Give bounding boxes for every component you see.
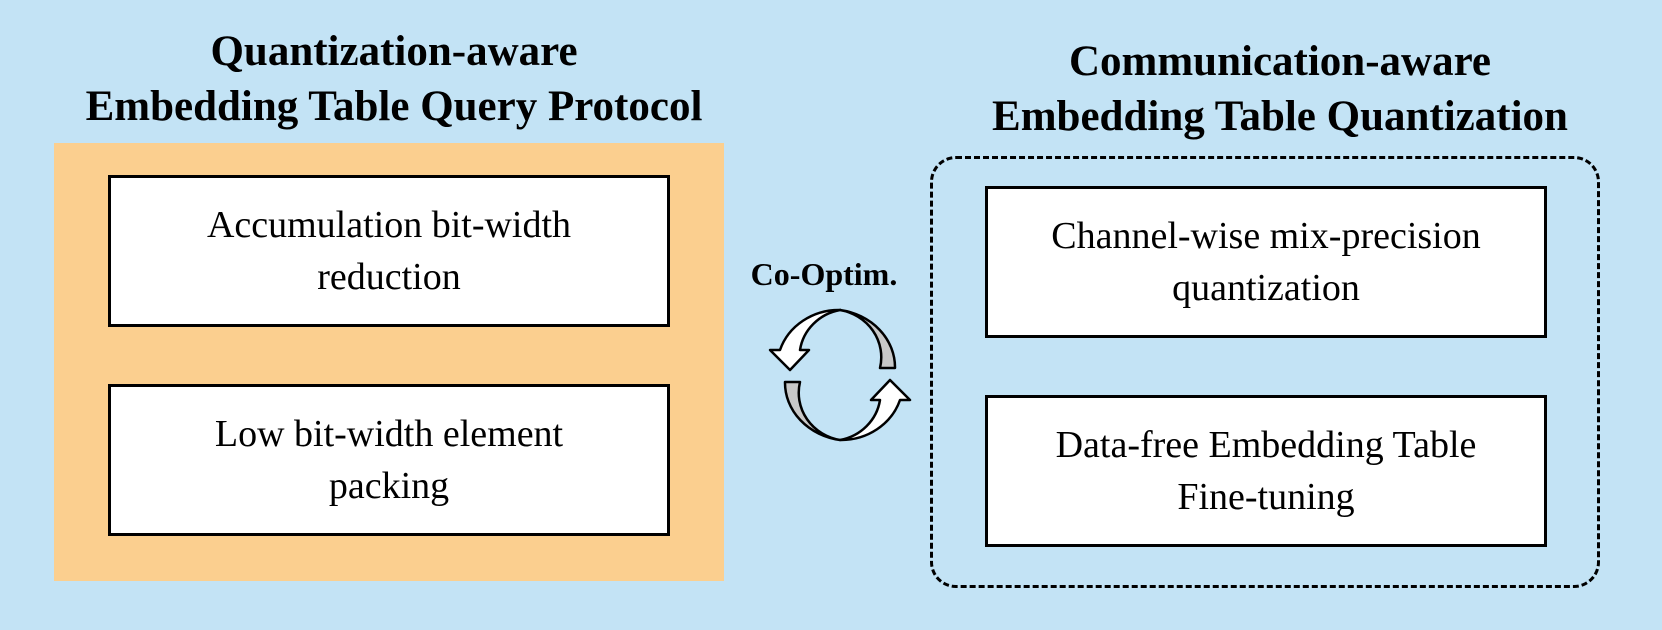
- box-label-line1: Channel-wise mix-precision: [1051, 215, 1481, 257]
- box-label-line1: Data-free Embedding Table: [1055, 424, 1477, 466]
- left-section-title: Quantization-aware Embedding Table Query…: [34, 24, 754, 134]
- cycle-arrows-icon: [768, 308, 912, 442]
- box-label-line2: Fine-tuning: [1177, 476, 1355, 518]
- right-section-title: Communication-aware Embedding Table Quan…: [918, 34, 1642, 144]
- box-label-line2: reduction: [317, 256, 461, 298]
- fine-tuning-box: Data-free Embedding Table Fine-tuning: [985, 395, 1547, 547]
- box-label-line1: Low bit-width element: [214, 413, 564, 455]
- right-title-line2: Embedding Table Quantization: [992, 93, 1568, 140]
- box-label-line1: Accumulation bit-width: [206, 204, 572, 246]
- upper-arc-white-arrow: [768, 308, 842, 372]
- accumulation-reduction-box: Accumulation bit-width reduction: [108, 175, 670, 327]
- right-section-panel: [930, 156, 1600, 588]
- box-label-line2: quantization: [1172, 267, 1360, 309]
- co-optim-label: Co-Optim.: [750, 256, 898, 292]
- left-title-line1: Quantization-aware: [210, 28, 578, 75]
- right-title-line1: Communication-aware: [1068, 38, 1491, 85]
- left-title-line2: Embedding Table Query Protocol: [85, 83, 703, 130]
- box-label-line2: packing: [328, 465, 450, 507]
- lower-arc-white-arrow: [838, 378, 912, 442]
- lower-arc-gray: [783, 380, 842, 442]
- mix-precision-box: Channel-wise mix-precision quantization: [985, 186, 1547, 338]
- upper-arc-gray: [838, 308, 897, 370]
- element-packing-box: Low bit-width element packing: [108, 384, 670, 536]
